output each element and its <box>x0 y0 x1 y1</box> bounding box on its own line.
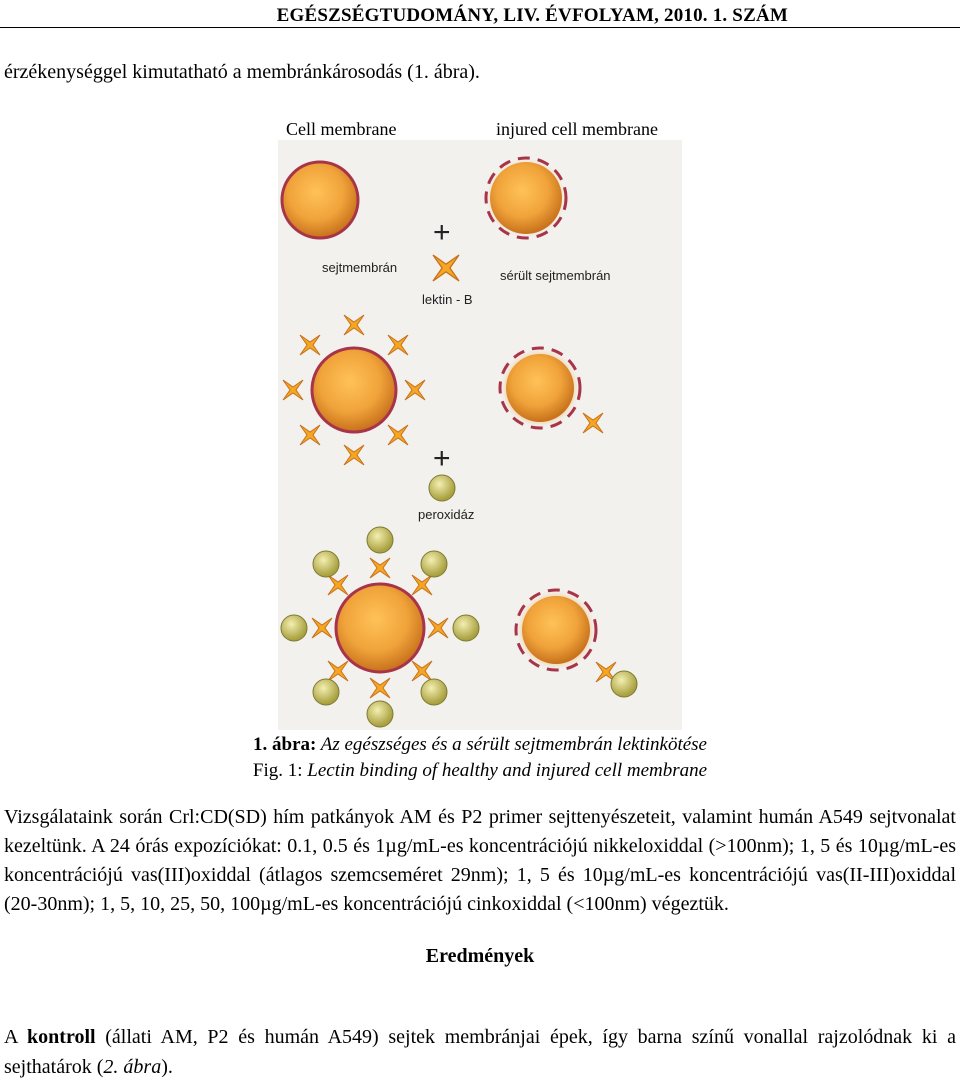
methods-text: Vizsgálataink során Crl:CD(SD) hím patká… <box>4 806 956 915</box>
svg-text:+: + <box>433 442 451 475</box>
results-text-2: (állati AM, P2 és humán A549) sejtek mem… <box>4 1026 956 1078</box>
figure-caption-hungarian: 1. ábra: Az egészséges és a sérült sejtm… <box>0 734 960 756</box>
label-lektin-b: lektin - B <box>422 292 473 307</box>
figure-caption-english: Fig. 1: Lectin binding of healthy and in… <box>0 760 960 782</box>
peroxidase-icon <box>428 474 456 502</box>
lectin-b-icon <box>432 254 460 282</box>
label-serult-sejtmembran: sérült sejtmembrán <box>500 268 611 283</box>
intro-line: érzékenységgel kimutatható a membránkáro… <box>4 61 480 83</box>
caption-en-text: Lectin binding of healthy and injured ce… <box>302 760 708 781</box>
running-header: EGÉSZSÉGTUDOMÁNY, LIV. ÉVFOLYAM, 2010. 1… <box>0 0 960 28</box>
healthy-cell-lectin <box>282 314 426 466</box>
label-peroxidaz: peroxidáz <box>418 507 474 522</box>
label-sejtmembran: sejtmembrán <box>322 260 397 275</box>
injured-cell-1 <box>484 156 568 240</box>
injured-cell-2 <box>498 346 604 434</box>
figure-label-cell-membrane: Cell membrane <box>286 119 397 139</box>
injured-cell-3 <box>514 588 638 698</box>
plus-sign-2: + <box>433 442 451 475</box>
figure-label-injured-membrane: injured cell membrane <box>496 119 658 139</box>
section-title-results: Eredmények <box>425 945 535 967</box>
caption-en-label: Fig. 1: <box>252 760 303 781</box>
journal-title: EGÉSZSÉGTUDOMÁNY, LIV. ÉVFOLYAM, 2010. 1… <box>276 5 788 26</box>
results-italic: 2. ábra <box>103 1056 162 1078</box>
caption-hu-text: Az egészséges és a sérült sejtmembrán le… <box>316 734 707 755</box>
methods-paragraph: Vizsgálataink során Crl:CD(SD) hím patká… <box>4 803 956 919</box>
svg-text:+: + <box>433 216 451 249</box>
figure-lectin-binding: + sejtmembrán lektin - B sérült sejtmemb… <box>278 140 682 730</box>
figure-illustration: + sejtmembrán lektin - B sérült sejtmemb… <box>280 156 638 728</box>
results-paragraph: A kontroll (állati AM, P2 és humán A549)… <box>4 1022 956 1082</box>
results-text-3: ). <box>161 1056 173 1078</box>
healthy-cell-lectin-peroxidase <box>280 526 480 728</box>
caption-hu-label: 1. ábra: <box>253 734 317 755</box>
healthy-cell-1 <box>280 160 360 240</box>
results-text-1: A <box>4 1026 28 1048</box>
plus-sign-1: + <box>433 216 451 249</box>
results-bold: kontroll <box>27 1026 96 1048</box>
